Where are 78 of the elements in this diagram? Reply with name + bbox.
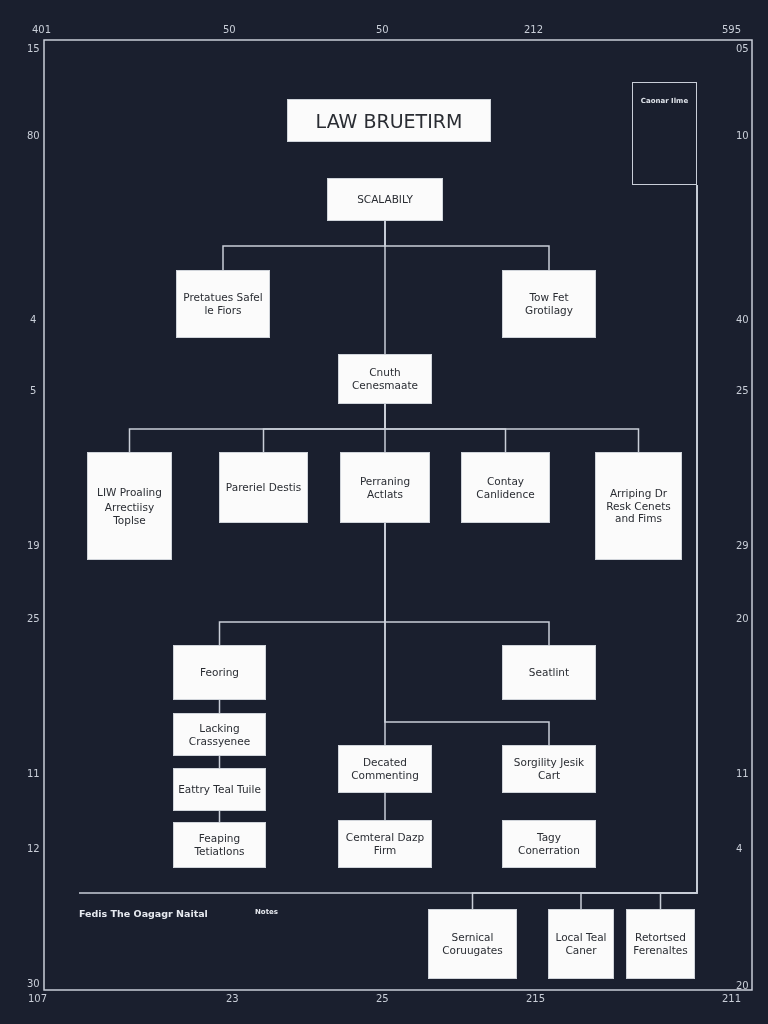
box-title: Contay Canlidence <box>475 474 536 501</box>
scale-number: 25 <box>736 385 749 396</box>
scale-number: 5 <box>30 385 37 396</box>
box-title: Cemteral Dazp Firm <box>344 831 426 857</box>
scale-number: 10 <box>736 130 749 141</box>
box-title: Perraning Actlats <box>358 474 412 501</box>
org-box <box>173 713 266 756</box>
org-box <box>502 745 596 793</box>
scale-number: 40 <box>736 314 749 325</box>
org-box <box>327 178 443 221</box>
org-box <box>173 645 266 700</box>
box-title: Local Teal Caner <box>554 931 608 957</box>
box-title: Feoring <box>200 666 239 679</box>
org-box <box>461 452 550 523</box>
org-box <box>340 452 430 523</box>
scale-number: 212 <box>524 24 544 35</box>
note-panel <box>632 82 697 185</box>
org-box <box>502 820 596 868</box>
scale-number: 05 <box>736 43 749 54</box>
box-title: Feaping Tetiatlons <box>193 832 246 858</box>
scale-number: 50 <box>376 24 389 35</box>
org-box <box>173 768 266 811</box>
box-title: Pareriel Destis <box>225 481 302 494</box>
box-title: Arriping Dr Resk Cenets and Fims <box>605 487 672 525</box>
connector-line <box>384 220 386 355</box>
box-title: Sernical Coruugates <box>441 931 504 957</box>
scale-number: 19 <box>27 540 40 551</box>
scale-number: 211 <box>722 993 742 1004</box>
org-box <box>173 822 266 868</box>
scale-number: 20 <box>736 980 749 991</box>
scale-number: 25 <box>376 993 389 1004</box>
box-title: Eattry Teal Tuile <box>178 783 261 796</box>
org-box <box>428 909 517 979</box>
box-title: Tow Fet Grotilagy <box>524 291 574 317</box>
org-box <box>626 909 695 979</box>
org-box <box>338 745 432 793</box>
org-box <box>176 270 270 338</box>
box-title: Retortsed Ferenaltes <box>632 931 689 957</box>
box-title: Seatlint <box>528 666 570 679</box>
box-title: Pretatues Safel le Fiors <box>182 291 264 317</box>
scale-number: 12 <box>27 843 40 854</box>
box-title: Cnuth Cenesmaate <box>350 366 420 392</box>
box-title: Sorgility Jesik Cart <box>512 756 586 782</box>
box-title: Arrectiisy Toplse <box>103 501 156 527</box>
org-box <box>502 270 596 338</box>
box-title: Lacking Crassyenee <box>187 721 252 748</box>
box-title: SCALABILY <box>357 193 413 206</box>
scale-number: 30 <box>27 978 40 989</box>
scale-number: 80 <box>27 130 40 141</box>
scale-number: 4 <box>736 843 743 854</box>
scale-number: 11 <box>736 768 749 779</box>
scale-number: 11 <box>27 768 40 779</box>
scale-number: 401 <box>32 24 52 35</box>
scale-number: 4 <box>30 314 37 325</box>
scale-number: 215 <box>526 993 546 1004</box>
connector-line <box>384 792 386 821</box>
connector-line <box>659 184 698 910</box>
box-title: Decated Commenting <box>350 756 420 782</box>
connector-line <box>384 403 640 453</box>
org-box <box>219 452 308 523</box>
scale-number: 25 <box>27 613 40 624</box>
box-title: Tagy Conerration <box>517 831 581 857</box>
scale-number: 595 <box>722 24 742 35</box>
scale-number: 107 <box>28 993 48 1004</box>
scale-number: 50 <box>223 24 236 35</box>
scale-number: 15 <box>27 43 40 54</box>
box-title: LIW Proaling <box>97 485 162 499</box>
scale-number: 20 <box>736 613 749 624</box>
scale-number: 29 <box>736 540 749 551</box>
org-box <box>87 452 172 560</box>
org-box <box>338 354 432 404</box>
org-box <box>548 909 614 979</box>
scale-number: 23 <box>226 993 239 1004</box>
org-box <box>595 452 682 560</box>
org-box <box>502 645 596 700</box>
org-box <box>338 820 432 868</box>
footer-heading: Fedis The Oagagr Naital <box>79 908 208 919</box>
title-box: LAW BRUETIRM <box>287 99 491 142</box>
